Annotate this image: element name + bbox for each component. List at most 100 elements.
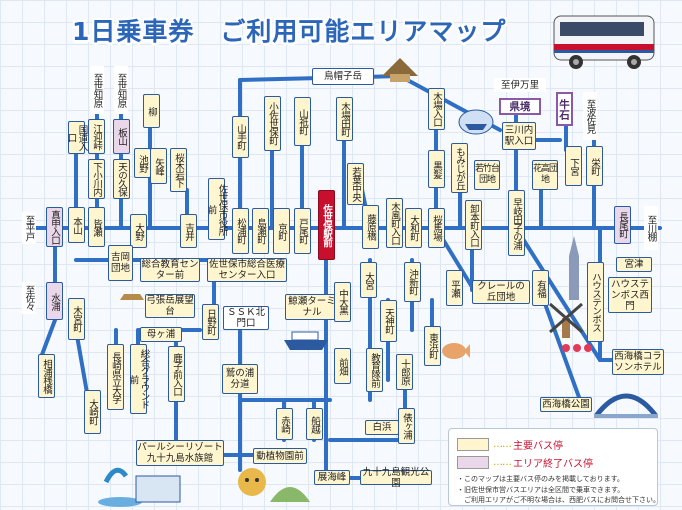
stop-nagao[interactable]: 長尾町 [614, 206, 631, 244]
stop-sanjyuu[interactable]: 三川内駅入口 [502, 122, 536, 150]
bridge-icon [594, 393, 658, 418]
legend-note-1: ・このマップは主要バス停のみを掲載しております。 [457, 475, 624, 483]
stop-kurokami[interactable]: 黒髪 [428, 150, 445, 188]
stop-terminal[interactable]: 鯨瀬ターミナル [285, 294, 339, 320]
stop-honzan[interactable]: 本山 [68, 207, 85, 243]
stop-hahagaura[interactable]: 母ヶ浦 [140, 327, 182, 342]
stop-miyado[interactable]: 宮津 [616, 257, 652, 272]
dir-sechi2: 至世知原 [114, 66, 128, 114]
stop-toomachi[interactable]: 戸尾町 [294, 208, 311, 254]
route-segment [38, 226, 57, 362]
stop-okawa[interactable]: 大和町 [405, 208, 422, 248]
stop-pearl[interactable]: パールシーリゾート九十九島水族館 [136, 440, 224, 466]
stop-haemiya[interactable]: 皆瀬 [88, 207, 105, 247]
stop-matsu[interactable]: 松浦町 [232, 208, 249, 254]
stop-kiba[interactable]: 木場入口 [428, 88, 445, 130]
stop-washinoura[interactable]: 鷲の浦分道 [222, 364, 258, 394]
stop-arifuku[interactable]: 有福 [532, 270, 549, 306]
dir-kawatana: 至川棚 [644, 206, 658, 250]
stop-masakado[interactable]: 真申入口 [46, 207, 63, 247]
stop-kyo[interactable]: 京町 [273, 208, 290, 254]
stop-ohsaki[interactable]: 大崎町 [84, 390, 101, 434]
stop-huis[interactable]: ハウステンボス西門 [608, 277, 652, 313]
stop-akasaki[interactable]: 赤崎 [276, 408, 293, 440]
dir-sasa: 至佐々 [22, 282, 36, 314]
stop-nakaoura[interactable]: 中大黒 [334, 282, 351, 322]
stop-tokusa[interactable]: 早岐田子の浦 [508, 190, 525, 256]
stop-kikouchou[interactable]: 木風町入口 [386, 198, 403, 248]
stop-funakoshi[interactable]: 船越 [306, 408, 323, 440]
stop-doubutsu[interactable]: 動植物園前 [253, 448, 307, 464]
stop-nagasakiken[interactable]: 長崎県立大学 [107, 344, 124, 410]
stop-yamasu[interactable]: 山祇町 [294, 97, 311, 146]
stop-hawaiba[interactable]: 下小川内 [88, 159, 105, 199]
stop-shirahama[interactable]: 白浜 [365, 420, 399, 435]
stop-yamanote[interactable]: 山手町 [232, 116, 249, 158]
stop-sasebo-station[interactable]: 佐世保駅前 [318, 190, 335, 260]
stop-tenjin[interactable]: 天神町 [380, 300, 397, 342]
title-part-2: ご利用可能エリアマップ [220, 17, 507, 46]
stop-sasebo-yakusho[interactable]: 佐世保市役所前 [206, 178, 228, 240]
legend-end-swatch [457, 456, 489, 469]
stop-wakatake[interactable]: 若竹台団地 [474, 160, 500, 190]
stop-higashihama[interactable]: 東浜町 [424, 326, 441, 366]
stop-ikeno[interactable]: 池野 [134, 148, 151, 178]
stop-mizumi[interactable]: 水浦 [46, 282, 63, 320]
stop-kurieru[interactable]: クレールの丘団地 [472, 280, 530, 304]
stop-tenkyu[interactable]: 天の久保 [113, 159, 130, 199]
legend-main-swatch [457, 438, 489, 451]
stop-kimimiya[interactable]: 木宮町 [68, 298, 85, 340]
legend-note-3: ご利用エリアがご不明な場合は、西肥バスにお問合せ下さい。 [457, 496, 660, 504]
stop-tobu[interactable]: 十郎原 [396, 354, 413, 390]
stop-mae[interactable]: 前畑 [334, 348, 351, 384]
stop-kohsaseho[interactable]: 小佐世保町 [264, 96, 281, 151]
windmill-icon [549, 302, 583, 338]
stop-iryo[interactable]: 佐世保市総合医療センター入口 [207, 258, 287, 282]
stop-yanagi[interactable]: 柳 [143, 94, 160, 128]
stop-sakuraki[interactable]: 桜木岩下 [170, 148, 187, 192]
stop-kujuku[interactable]: 九十九島観光公園 [360, 467, 432, 489]
stop-kyouiku[interactable]: 教育隊前 [366, 348, 383, 392]
stop-sogo-ground[interactable]: 総合グラウンド前 [128, 344, 150, 414]
stop-hanataka[interactable]: 花高団地 [532, 160, 558, 190]
stop-sakurada[interactable]: 桜馬場 [428, 208, 445, 248]
title-part-1: 1日乗車券 [72, 17, 195, 46]
stop-ainoura[interactable]: 相浦桟橋 [38, 354, 55, 398]
stop-yaho[interactable]: 矢峰 [150, 148, 167, 184]
stop-kachou[interactable]: 鹿子前入口 [168, 346, 185, 402]
stop-tawara[interactable]: 俵ヶ浦 [398, 408, 415, 444]
fish-icon [442, 343, 470, 359]
stop-sakaetsuki[interactable]: 栄町 [586, 146, 603, 186]
stop-daisen[interactable]: 大宮 [360, 262, 377, 298]
stop-tenkaihou[interactable]: 展海峰 [314, 470, 350, 485]
legend: …… 主要バス停 …… エリア終了バス停 ・このマップは主要バス停のみを掲載して… [448, 428, 660, 506]
stop-kira[interactable]: 吉井 [180, 214, 197, 248]
stop-eboshidake[interactable]: 烏帽子岳 [312, 68, 374, 85]
stop-momijigaoka[interactable]: もみじが丘 [451, 143, 468, 193]
stop-sogo[interactable]: 総合教育センター前 [140, 258, 200, 282]
stop-hiraseki[interactable]: 平瀬 [446, 270, 463, 306]
stop-shin-en[interactable]: 沖新町 [404, 262, 421, 302]
stop-kamoto[interactable]: 卸本町入口 [465, 200, 482, 250]
stop-mokutome[interactable]: 木場田町 [336, 97, 353, 141]
stop-kengai[interactable]: 県境 [499, 98, 541, 115]
stop-kokuba[interactable]: 国道入口 [66, 121, 88, 154]
stop-sakaiyama[interactable]: 板山 [113, 119, 130, 154]
stop-fujihara[interactable]: 藤原橋 [362, 205, 379, 249]
stop-ushi[interactable]: 牛石 [556, 92, 573, 126]
stop-hiro[interactable]: 日野町 [202, 304, 219, 340]
stop-huis-main[interactable]: ハウステンボス [587, 262, 604, 342]
stop-saikai[interactable]: 西海橋コラソンホテル [612, 349, 664, 375]
stop-kotaki[interactable]: 江迎峠 [88, 119, 105, 154]
stop-shimane[interactable]: 島瀬町 [252, 208, 269, 254]
stop-yumihari[interactable]: 弓張岳展望台 [145, 294, 195, 318]
stop-ooyashi[interactable]: 大野 [130, 214, 147, 248]
stop-ssk[interactable]: ＳＳＫ北門口 [223, 306, 269, 330]
stop-wakamiya[interactable]: 若葉中央 [347, 163, 364, 205]
stop-shimomiya[interactable]: 下宮 [565, 146, 582, 186]
route-segment [514, 226, 602, 362]
tulip-icon [562, 344, 592, 352]
stop-saikai-park[interactable]: 西海橋公園 [540, 397, 592, 412]
stop-yoshioka[interactable]: 吉岡団地 [108, 245, 133, 281]
tower-icon [569, 236, 579, 300]
